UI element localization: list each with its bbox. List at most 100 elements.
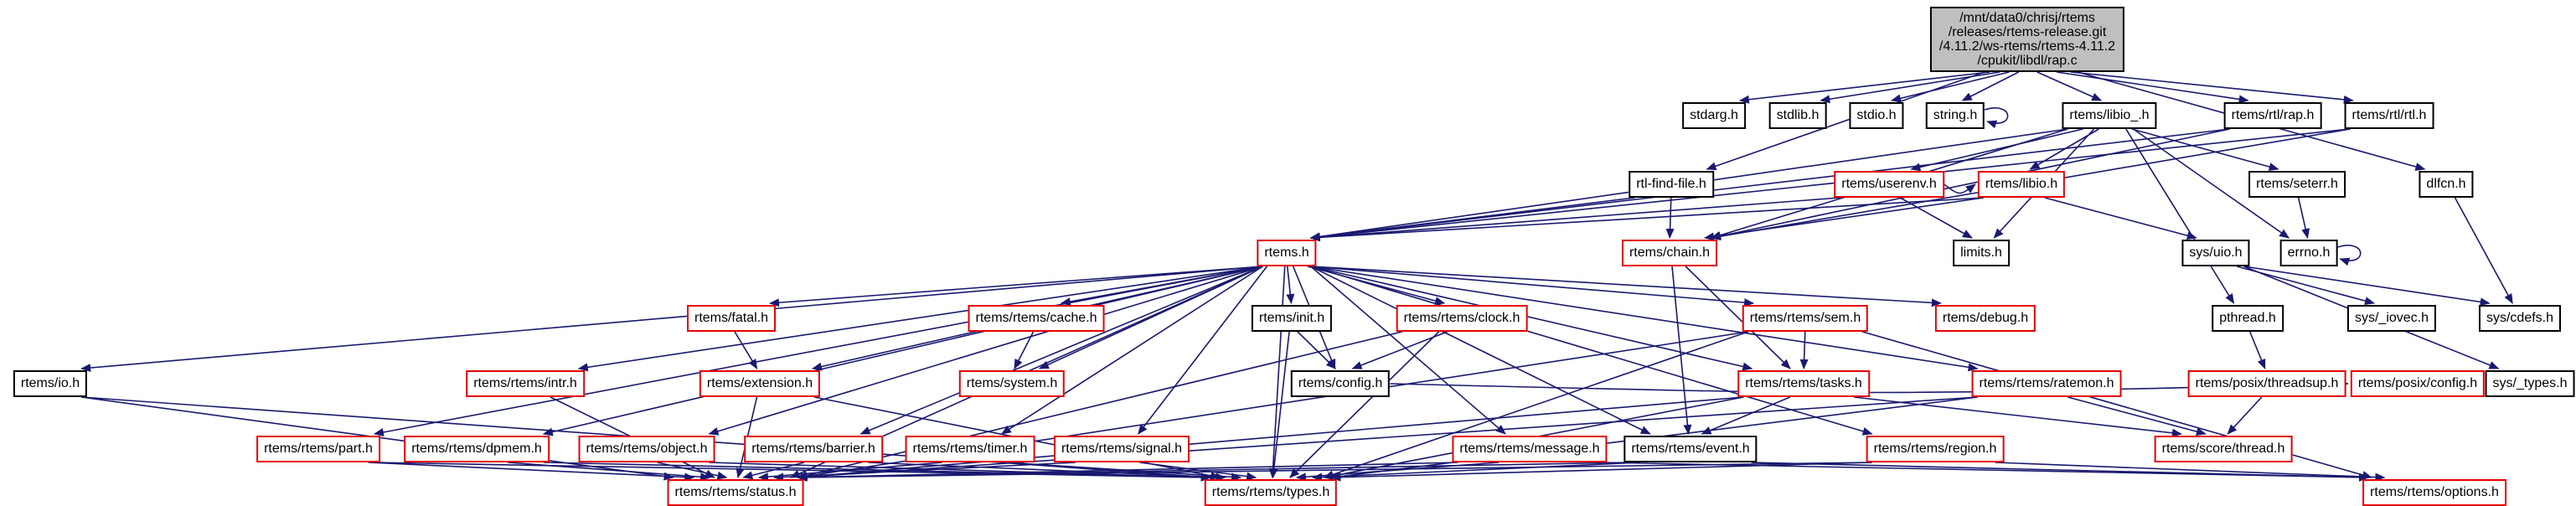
edge-rtlrap-chain bbox=[1711, 128, 2230, 240]
edge-sem-tasks bbox=[1799, 331, 1809, 369]
edge-rtlrap-rtems_h bbox=[1309, 128, 2230, 241]
edge-rtems_h-tasks bbox=[1310, 266, 1753, 371]
edge-rtems_h-debug bbox=[1310, 266, 1942, 307]
edge-region-types bbox=[1330, 462, 1872, 482]
node-threadsup[interactable]: rtems/posix/threadsup.h bbox=[2187, 370, 2346, 397]
edge-rtems_h-fatal bbox=[769, 266, 1263, 307]
edge-rtems_h-region bbox=[1310, 266, 1873, 436]
node-dlfcn: dlfcn.h bbox=[2419, 171, 2474, 198]
edge-libio-rtems_h bbox=[1309, 197, 1984, 242]
edge-seterr-errno bbox=[2297, 197, 2310, 239]
edge-rtems_h-types bbox=[1268, 266, 1286, 478]
node-systypes: sys/_types.h bbox=[2485, 370, 2575, 397]
edge-signal-status bbox=[773, 462, 1076, 482]
edge-rap_c-libio_ bbox=[2037, 71, 2103, 101]
edge-rtems_h-event bbox=[1310, 266, 1651, 435]
node-stdarg: stdarg.h bbox=[1682, 102, 1746, 129]
node-system[interactable]: rtems/system.h bbox=[958, 370, 1066, 397]
edge-sem-options bbox=[1862, 331, 2372, 479]
edge-region-options bbox=[1995, 462, 2386, 482]
node-rtems_h[interactable]: rtems.h bbox=[1257, 240, 1317, 266]
edge-barrier-status bbox=[742, 462, 805, 480]
edge-uio-cdefs bbox=[2243, 266, 2491, 307]
node-part[interactable]: rtems/rtems/part.h bbox=[256, 436, 380, 462]
edge-libio-uio bbox=[2044, 197, 2197, 240]
node-seterr: rtems/seterr.h bbox=[2248, 171, 2346, 198]
node-io: rtems/io.h bbox=[13, 370, 88, 397]
node-fatal[interactable]: rtems/fatal.h bbox=[686, 305, 777, 332]
edge-findfile-chain bbox=[1665, 197, 1675, 239]
edge-object-status bbox=[657, 462, 728, 480]
node-thread[interactable]: rtems/score/thread.h bbox=[2154, 436, 2293, 462]
node-pthread: pthread.h bbox=[2212, 305, 2284, 332]
edge-clock-types bbox=[1289, 331, 1440, 478]
edge-errno-self bbox=[2337, 245, 2362, 266]
edge-rap_c-findfile bbox=[1706, 71, 1985, 171]
node-extension[interactable]: rtems/extension.h bbox=[699, 370, 821, 397]
node-chain[interactable]: rtems/chain.h bbox=[1621, 240, 1718, 266]
node-libio_: rtems/libio_.h bbox=[2062, 102, 2157, 129]
edge-rap_c-rtlrap bbox=[2057, 71, 2249, 104]
edge-rap_c-rtlrtl bbox=[2070, 71, 2354, 104]
node-cdefs: sys/cdefs.h bbox=[2478, 305, 2562, 332]
node-findfile: rtl-find-file.h bbox=[1629, 171, 1714, 198]
node-posixcfg[interactable]: rtems/posix/config.h bbox=[2350, 370, 2486, 397]
node-event: rtems/rtems/event.h bbox=[1624, 436, 1758, 462]
node-signal[interactable]: rtems/rtems/signal.h bbox=[1053, 436, 1190, 462]
node-errno: errno.h bbox=[2279, 240, 2338, 266]
node-rap_c: /mnt/data0/chrisj/rtems /releases/rtems-… bbox=[1929, 7, 2125, 72]
node-object[interactable]: rtems/rtems/object.h bbox=[578, 436, 715, 462]
node-tasks[interactable]: rtems/rtems/tasks.h bbox=[1737, 370, 1870, 397]
node-timer[interactable]: rtems/rtems/timer.h bbox=[905, 436, 1035, 462]
node-config: rtems/config.h bbox=[1290, 370, 1391, 397]
node-intr[interactable]: rtems/rtems/intr.h bbox=[466, 370, 585, 397]
node-libio[interactable]: rtems/libio.h bbox=[1977, 171, 2066, 198]
edge-rtems_h-timer bbox=[1000, 266, 1263, 435]
edge-init-config bbox=[1297, 331, 1336, 369]
node-iovec: sys/_iovec.h bbox=[2346, 305, 2437, 332]
edge-libio_-seterr bbox=[2131, 128, 2279, 171]
edge-rap_c-stdlib bbox=[1820, 71, 2000, 104]
node-debug[interactable]: rtems/debug.h bbox=[1934, 305, 2037, 332]
node-options[interactable]: rtems/rtems/options.h bbox=[2362, 479, 2506, 506]
node-barrier[interactable]: rtems/rtems/barrier.h bbox=[744, 436, 883, 462]
node-init: rtems/init.h bbox=[1251, 305, 1333, 332]
node-stdio: stdio.h bbox=[1849, 102, 1904, 129]
edge-ratemon-status bbox=[797, 396, 1978, 482]
node-types[interactable]: rtems/rtems/types.h bbox=[1204, 479, 1338, 506]
node-rtlrtl: rtems/rtl/rtl.h bbox=[2344, 102, 2434, 129]
edge-userenv-rtems_h bbox=[1309, 197, 1840, 242]
node-limits: limits.h bbox=[1953, 240, 2010, 266]
node-region[interactable]: rtems/rtems/region.h bbox=[1866, 436, 2005, 462]
edge-dpmem-types bbox=[543, 462, 1211, 482]
edge-rtems_h-barrier bbox=[860, 266, 1263, 435]
edge-rtems_h-init bbox=[1286, 266, 1295, 304]
edge-rtems_h-ratemon bbox=[1310, 266, 1979, 372]
edge-rtlrtl-rtems_h bbox=[1309, 128, 2351, 241]
edge-rtems_h-message bbox=[1310, 266, 1506, 435]
node-cache[interactable]: rtems/rtems/cache.h bbox=[968, 305, 1105, 332]
edge-rap_c-stdio bbox=[1891, 71, 2010, 103]
edge-dpmem-status bbox=[508, 462, 711, 482]
node-ratemon[interactable]: rtems/rtems/ratemon.h bbox=[1971, 370, 2122, 397]
node-status[interactable]: rtems/rtems/status.h bbox=[667, 479, 804, 506]
edge-rtems_h-signal bbox=[1138, 266, 1267, 435]
edge-rtems_h-sem bbox=[1310, 266, 1755, 307]
edge-clock-config bbox=[1351, 331, 1448, 369]
edge-libio_-pthread bbox=[2125, 128, 2235, 304]
edge-rtems_h-object bbox=[708, 266, 1263, 436]
node-userenv[interactable]: rtems/userenv.h bbox=[1834, 171, 1944, 198]
node-dpmem[interactable]: rtems/rtems/dpmem.h bbox=[404, 436, 550, 462]
edge-rtems_h-intr bbox=[577, 266, 1263, 372]
edge-fatal-extension bbox=[734, 331, 758, 369]
edge-rtems_h-dpmem bbox=[542, 266, 1263, 436]
edge-pthread-threadsup bbox=[2249, 331, 2266, 369]
node-sem[interactable]: rtems/rtems/sem.h bbox=[1742, 305, 1869, 332]
edge-dlfcn-cdefs bbox=[2454, 197, 2513, 304]
edge-clock-status bbox=[797, 331, 1402, 480]
node-string: string.h bbox=[1925, 102, 1985, 129]
node-clock[interactable]: rtems/rtems/clock.h bbox=[1396, 305, 1528, 332]
node-message[interactable]: rtems/rtems/message.h bbox=[1452, 436, 1608, 462]
edge-region-status bbox=[797, 462, 1872, 482]
